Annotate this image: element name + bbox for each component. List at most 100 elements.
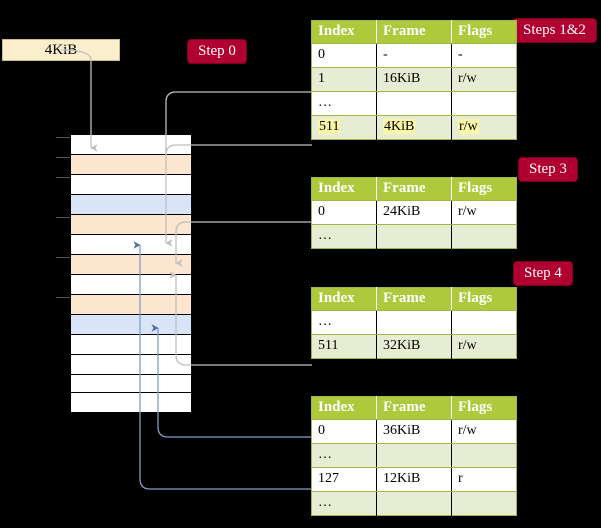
column-header-index: Index — [311, 396, 377, 420]
table-header-row: Index Frame Flags — [311, 396, 517, 420]
cell-frame — [376, 491, 452, 516]
page-table-level-2: Index Frame Flags … 511 32KiB r/w — [311, 287, 517, 359]
cell-index: … — [311, 491, 377, 516]
memory-row — [71, 355, 191, 375]
memory-row — [71, 375, 191, 393]
badge-steps-1-2: Steps 1&2 — [513, 19, 596, 42]
cell-frame: - — [376, 43, 452, 68]
cell-index: 0 — [311, 43, 377, 68]
table-header-row: Index Frame Flags — [311, 20, 517, 44]
table-row: … — [311, 491, 517, 516]
cell-index: 0 — [311, 200, 377, 225]
table-row: … — [311, 91, 517, 116]
cell-index: … — [311, 224, 377, 249]
memory-tick-0 — [56, 137, 71, 138]
memory-row — [71, 175, 191, 195]
cell-frame — [376, 91, 452, 116]
table-row: 511 4KiB r/w — [311, 115, 517, 140]
cell-flags: r/w — [451, 200, 517, 225]
table-header-row: Index Frame Flags — [311, 177, 517, 201]
memory-row — [71, 255, 191, 275]
badge-steps-1-2-label: Steps 1&2 — [523, 22, 586, 38]
cell-index: 127 — [311, 467, 377, 492]
cell-frame: 24KiB — [376, 200, 452, 225]
memory-tick-1 — [56, 157, 71, 158]
cell-frame — [376, 224, 452, 249]
memory-row — [71, 275, 191, 295]
table-row: 0 24KiB r/w — [311, 200, 517, 225]
memory-tick-3 — [56, 217, 71, 218]
cell-index: … — [311, 443, 377, 468]
memory-row — [71, 155, 191, 175]
page-table-level-0: Index Frame Flags 0 - - 1 16KiB r/w … — [311, 20, 517, 140]
memory-row — [71, 393, 191, 412]
cell-flags: r — [451, 467, 517, 492]
memory-row — [71, 135, 191, 155]
badge-step-0: Step 0 — [188, 40, 246, 63]
table-header-row: Index Frame Flags — [311, 287, 517, 311]
badge-step-4-label: Step 4 — [524, 265, 562, 281]
cell-flags — [451, 91, 517, 116]
column-header-frame: Frame — [376, 287, 452, 311]
table-row: … — [311, 443, 517, 468]
cell-flags: r/w — [451, 115, 517, 140]
cell-frame — [376, 443, 452, 468]
cell-flags — [451, 310, 517, 335]
cell-flags-text: r/w — [458, 119, 479, 134]
page-box-label: 4KiB — [44, 42, 78, 58]
cell-flags — [451, 491, 517, 516]
memory-row — [71, 195, 191, 215]
cell-flags: r/w — [451, 67, 517, 92]
column-header-flags: Flags — [451, 177, 517, 201]
badge-step-4: Step 4 — [514, 262, 572, 285]
memory-row — [71, 215, 191, 235]
column-header-flags: Flags — [451, 287, 517, 311]
cell-index: 1 — [311, 67, 377, 92]
memory-tick-5 — [56, 297, 71, 298]
cell-index: 511 — [311, 115, 377, 140]
cell-index: … — [311, 310, 377, 335]
cell-flags — [451, 224, 517, 249]
cell-frame: 12KiB — [376, 467, 452, 492]
table-row: 0 36KiB r/w — [311, 419, 517, 444]
memory-row — [71, 315, 191, 335]
column-header-index: Index — [311, 177, 377, 201]
cell-flags: r/w — [451, 419, 517, 444]
table-row: 0 - - — [311, 43, 517, 68]
column-header-index: Index — [311, 287, 377, 311]
cell-flags: r/w — [451, 334, 517, 359]
cell-frame — [376, 310, 452, 335]
table-row: 511 32KiB r/w — [311, 334, 517, 359]
cell-flags — [451, 443, 517, 468]
memory-row — [71, 335, 191, 355]
cell-frame: 4KiB — [376, 115, 452, 140]
column-header-flags: Flags — [451, 396, 517, 420]
memory-row — [71, 295, 191, 315]
cell-frame: 36KiB — [376, 419, 452, 444]
table-row: … — [311, 224, 517, 249]
column-header-frame: Frame — [376, 20, 452, 44]
column-header-frame: Frame — [376, 177, 452, 201]
memory-tick-2 — [56, 177, 71, 178]
cell-frame: 32KiB — [376, 334, 452, 359]
table-row: … — [311, 310, 517, 335]
badge-step-0-label: Step 0 — [198, 43, 236, 59]
table-row: 127 12KiB r — [311, 467, 517, 492]
cell-index: 511 — [311, 334, 377, 359]
cell-index-text: 511 — [318, 119, 341, 134]
memory-row — [71, 235, 191, 255]
column-header-frame: Frame — [376, 396, 452, 420]
cell-index: 0 — [311, 419, 377, 444]
cell-index: … — [311, 91, 377, 116]
column-header-index: Index — [311, 20, 377, 44]
badge-step-3-label: Step 3 — [529, 161, 567, 177]
cell-frame: 16KiB — [376, 67, 452, 92]
page-table-level-3: Index Frame Flags 0 36KiB r/w … 127 12Ki… — [311, 396, 517, 516]
column-header-flags: Flags — [451, 20, 517, 44]
page-box-4kib: 4KiB — [2, 39, 120, 61]
table-row: 1 16KiB r/w — [311, 67, 517, 92]
cell-frame-text: 4KiB — [383, 119, 416, 134]
physical-memory-column — [70, 134, 191, 413]
memory-tick-4 — [56, 257, 71, 258]
